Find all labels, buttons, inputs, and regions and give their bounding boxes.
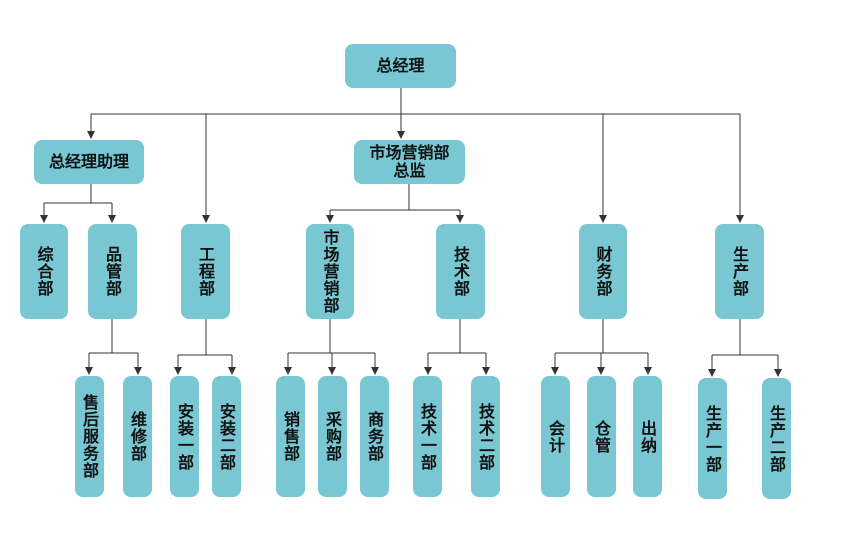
node-after-sales-dept: 售后服务部 xyxy=(75,376,104,497)
node-quality-dept: 品管部 xyxy=(88,224,137,319)
node-production-dept: 生产部 xyxy=(715,224,764,319)
node-business-dept: 商务部 xyxy=(360,376,389,497)
node-install-2-dept-label: 安装二部 xyxy=(217,402,236,471)
node-ceo-assistant: 总经理助理 xyxy=(34,140,144,184)
node-engineering-dept-label: 工程部 xyxy=(196,246,215,297)
node-sales-dept: 销售部 xyxy=(276,376,305,497)
node-purchasing-dept-label: 采购部 xyxy=(323,411,342,462)
node-marketing-dept-label: 市场营销部 xyxy=(320,229,340,314)
node-general-dept-label: 综合部 xyxy=(34,246,54,297)
node-accounting: 会计 xyxy=(541,376,570,497)
node-business-dept-label: 商务部 xyxy=(365,411,384,462)
node-warehouse-label: 仓管 xyxy=(592,419,611,454)
node-sales-dept-label: 销售部 xyxy=(281,411,300,462)
node-technology-dept-label: 技术部 xyxy=(451,246,470,297)
node-maintenance-dept-label: 维修部 xyxy=(128,411,147,462)
node-production-dept-label: 生产部 xyxy=(730,246,749,297)
node-production-2-dept-label: 生产二部 xyxy=(767,404,786,473)
node-ceo: 总经理 xyxy=(345,44,456,88)
node-ceo-assistant-label: 总经理助理 xyxy=(48,152,129,171)
node-cashier-label: 出纳 xyxy=(638,419,657,454)
node-install-2-dept: 安装二部 xyxy=(212,376,241,497)
node-accounting-label: 会计 xyxy=(546,419,565,454)
node-quality-dept-label: 品管部 xyxy=(103,246,122,297)
node-finance-dept-label: 财务部 xyxy=(593,246,613,297)
node-engineering-dept: 工程部 xyxy=(181,224,230,319)
node-production-2-dept: 生产二部 xyxy=(762,378,791,499)
node-production-1-dept: 生产一部 xyxy=(698,378,727,499)
node-after-sales-dept-label: 售后服务部 xyxy=(80,394,99,479)
node-maintenance-dept: 维修部 xyxy=(123,376,152,497)
node-cashier: 出纳 xyxy=(633,376,662,497)
node-marketing-dept: 市场营销部 xyxy=(306,224,354,319)
node-marketing-director: 市场营销部 总监 xyxy=(354,140,465,184)
node-tech-1-dept: 技术一部 xyxy=(413,376,442,497)
node-general-dept: 综合部 xyxy=(20,224,68,319)
node-warehouse: 仓管 xyxy=(587,376,616,497)
node-finance-dept: 财务部 xyxy=(579,224,627,319)
node-tech-2-dept: 技术二部 xyxy=(471,376,500,497)
node-install-1-dept-label: 安装一部 xyxy=(175,402,194,471)
node-tech-2-dept-label: 技术二部 xyxy=(476,402,495,471)
node-technology-dept: 技术部 xyxy=(436,224,485,319)
node-ceo-label: 总经理 xyxy=(376,56,425,75)
node-marketing-director-label: 市场营销部 总监 xyxy=(369,143,450,180)
node-purchasing-dept: 采购部 xyxy=(318,376,347,497)
node-install-1-dept: 安装一部 xyxy=(170,376,199,497)
node-tech-1-dept-label: 技术一部 xyxy=(418,402,437,471)
node-production-1-dept-label: 生产一部 xyxy=(703,404,722,473)
